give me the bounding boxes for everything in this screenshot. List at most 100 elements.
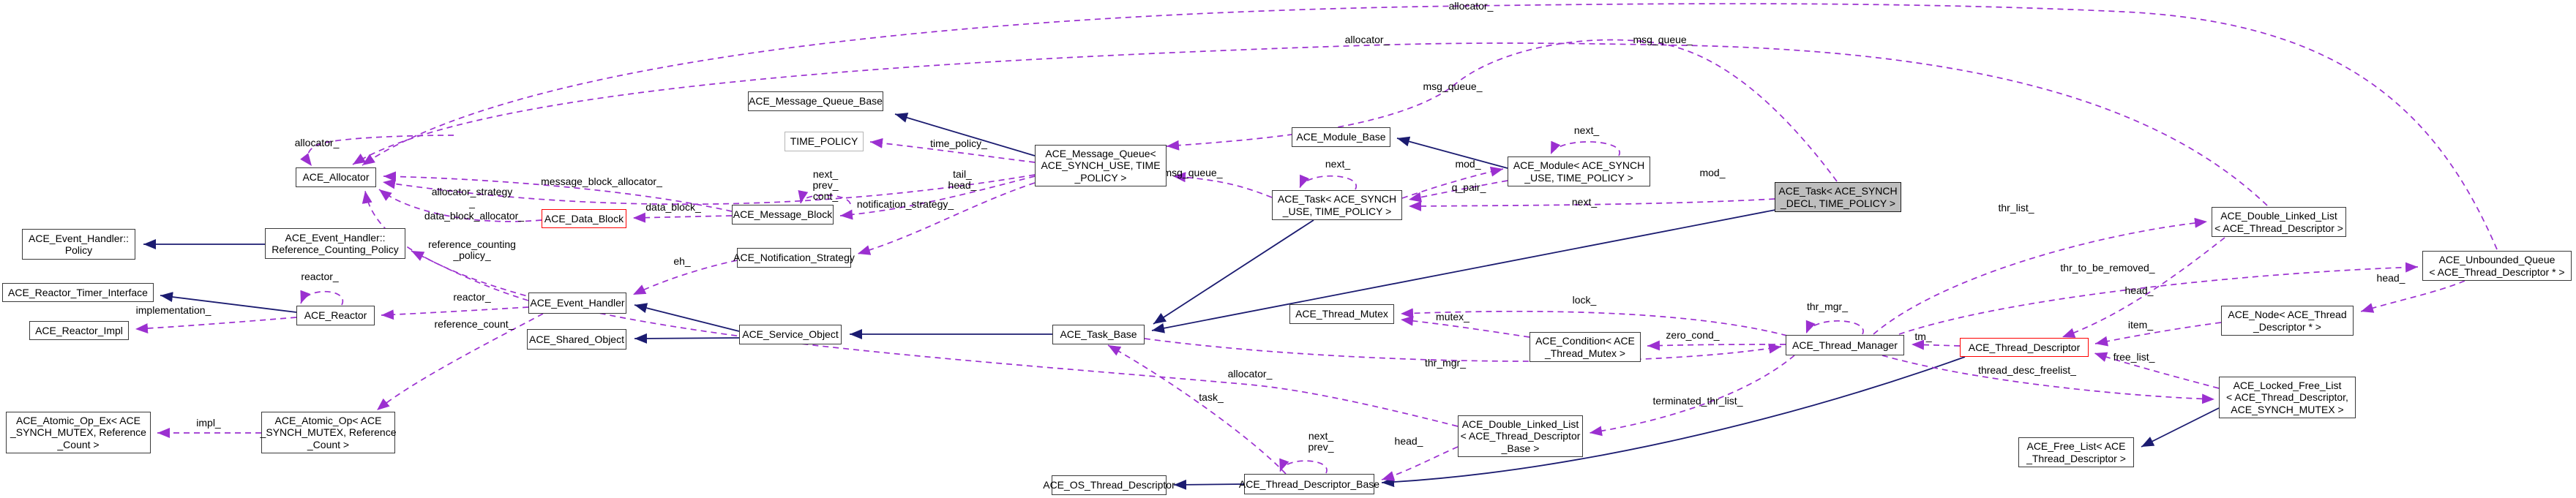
class-node-service-object[interactable]: ACE_Service_Object: [739, 325, 842, 344]
edge-label-line: tm_: [1914, 331, 1932, 342]
class-node-shared-object[interactable]: ACE_Shared_Object: [527, 329, 626, 350]
class-node-label: ACE_Service_Object: [742, 328, 839, 341]
class-node-label: Policy: [64, 244, 93, 256]
edge-label-line: msg_queue_: [1633, 34, 1693, 45]
edge-label-line: eh_: [673, 255, 691, 267]
edge-label-free-list: free_list_: [2113, 352, 2155, 363]
edge-label-line: thr_to_be_removed_: [2060, 262, 2155, 273]
edge-label-line: reactor_: [301, 271, 339, 282]
edge-label-allocator-top2: allocator_: [1345, 34, 1390, 45]
class-node-thread-manager[interactable]: ACE_Thread_Manager: [1786, 335, 1904, 355]
edge-label-line: head_: [2124, 284, 2154, 296]
class-node-label: _Base >: [1501, 442, 1540, 454]
class-node-label: ACE_Thread_Descriptor: [1968, 341, 2081, 353]
edge-label-line: reactor_: [453, 291, 491, 303]
edge-label-line: allocator_strategy: [431, 186, 513, 197]
class-node-reactor[interactable]: ACE_Reactor: [296, 306, 375, 325]
class-node-condition[interactable]: ACE_Condition< ACE_Thread_Mutex >: [1530, 332, 1641, 362]
class-node-reactor-impl[interactable]: ACE_Reactor_Impl: [29, 321, 129, 340]
class-node-label: ACE_Shared_Object: [529, 333, 624, 345]
class-node-label: ACE_Notification_Strategy: [733, 252, 855, 264]
edge-label-line: free_list_: [2113, 351, 2155, 363]
class-node-time-policy[interactable]: TIME_POLICY: [785, 132, 864, 151]
edge-label-line: head_: [948, 179, 977, 191]
class-node-notification-strategy[interactable]: ACE_Notification_Strategy: [733, 248, 855, 268]
class-node-label: _Descriptor * >: [2253, 320, 2321, 333]
class-node-label: ACE_Reactor_Impl: [35, 324, 123, 336]
edge-label-line: task_: [1199, 391, 1224, 403]
class-node-dll-thread-descriptor[interactable]: ACE_Double_Linked_List< ACE_Thread_Descr…: [2212, 207, 2346, 237]
class-node-label: _SYNCH_MUTEX, Reference: [260, 426, 397, 439]
class-node-free-list[interactable]: ACE_Free_List< ACE_Thread_Descriptor >: [2018, 437, 2134, 467]
edge-label-tm: tm_: [1914, 331, 1931, 342]
class-node-task-base[interactable]: ACE_Task_Base: [1052, 325, 1145, 344]
edge-label-allocator-strategy: allocator_strategy_: [432, 186, 513, 208]
class-node-label: ACE_Event_Handler::: [29, 232, 129, 244]
class-node-label: ACE_Reactor: [304, 309, 367, 322]
class-node-module-base[interactable]: ACE_Module_Base: [1292, 127, 1390, 147]
edge-label-line: head_: [1394, 435, 1423, 447]
class-node-label: _POLICY >: [1074, 171, 1127, 184]
class-node-label: ACE_Reactor_Timer_Interface: [8, 286, 148, 298]
edge-label-line: prev_: [812, 179, 839, 191]
class-node-atomic-op-ex[interactable]: ACE_Atomic_Op_Ex< ACE_SYNCH_MUTEX, Refer…: [6, 412, 151, 453]
edge-label-eh: eh_: [673, 256, 690, 267]
edge-label-tdb-self: next_prev_: [1308, 431, 1333, 453]
class-node-data-block[interactable]: ACE_Data_Block: [542, 209, 626, 228]
edge-label-tail-head: tail_head_: [948, 169, 977, 191]
class-node-eh-ref-counting-policy[interactable]: ACE_Event_Handler::Reference_Counting_Po…: [265, 228, 405, 259]
class-node-reactor-timer-interface[interactable]: ACE_Reactor_Timer_Interface: [2, 283, 154, 302]
class-node-label: ACE_Message_Block: [733, 208, 833, 221]
class-node-node-thread-descriptor[interactable]: ACE_Node< ACE_Thread_Descriptor * >: [2221, 306, 2354, 336]
class-node-task-decl[interactable]: ACE_Task< ACE_SYNCH_DECL, TIME_POLICY >: [1775, 182, 1901, 212]
class-node-atomic-op[interactable]: ACE_Atomic_Op< ACE_SYNCH_MUTEX, Referenc…: [260, 412, 397, 453]
edge-label-head-uq: head_: [2377, 273, 2405, 284]
edge-label-notification-strategy: notification_strategy_: [857, 199, 954, 210]
class-node-label: _DECL, TIME_POLICY >: [1780, 197, 1896, 209]
edge-label-line: q_pair_: [1451, 181, 1486, 193]
edge-label-allocator-top1: allocator_: [1449, 1, 1494, 12]
class-node-thread-descriptor-base[interactable]: ACE_Thread_Descriptor_Base: [1239, 474, 1379, 494]
class-node-thread-mutex[interactable]: ACE_Thread_Mutex: [1289, 304, 1394, 324]
class-node-label: < ACE_Thread_Descriptor,: [2226, 391, 2348, 404]
class-node-locked-free-list[interactable]: ACE_Locked_Free_List< ACE_Thread_Descrip…: [2219, 377, 2356, 418]
edge-label-line: lock_: [1572, 294, 1597, 306]
class-node-allocator[interactable]: ACE_Allocator: [296, 167, 376, 187]
class-node-label: _Count >: [57, 438, 100, 450]
class-node-thread-descriptor[interactable]: ACE_Thread_Descriptor: [1960, 338, 2089, 357]
edge-label-q-pair: q_pair_: [1452, 182, 1486, 193]
edge-label-line: allocator_: [1448, 0, 1494, 12]
class-node-label: _Thread_Mutex >: [1544, 347, 1626, 359]
edge-label-mutex: mutex_: [1436, 312, 1469, 322]
class-node-label: < ACE_Thread_Descriptor >: [2214, 222, 2343, 234]
edge-label-msg-queue-mid: msg_queue_: [1423, 81, 1483, 92]
edge-label-module-next: next_: [1574, 125, 1599, 136]
edge-label-line: _: [469, 197, 475, 208]
edge-label-line: impl_: [196, 417, 221, 429]
edge-label-line: _policy_: [453, 249, 491, 261]
class-node-eh-policy[interactable]: ACE_Event_Handler::Policy: [22, 229, 135, 260]
class-node-label: TIME_POLICY: [790, 135, 858, 148]
class-node-label: ACE_SYNCH_MUTEX >: [2231, 403, 2344, 415]
class-node-label: ACE_Thread_Descriptor_Base: [1238, 478, 1380, 490]
edge-label-mod-decl: mod_: [1699, 167, 1725, 178]
class-node-os-thread-descriptor[interactable]: ACE_OS_Thread_Descriptor: [1043, 475, 1175, 495]
edge-label-zero-cond: zero_cond_: [1666, 330, 1719, 341]
edge-label-thread-desc-freelist: thread_desc_freelist_: [1978, 365, 2076, 376]
edge-label-allocator-near: allocator_: [295, 137, 340, 148]
edge-label-line: allocator_: [1344, 34, 1390, 45]
class-node-message-queue-base[interactable]: ACE_Message_Queue_Base: [748, 91, 883, 111]
edge-label-line: next_: [812, 168, 839, 180]
class-node-message-queue[interactable]: ACE_Message_Queue<ACE_SYNCH_USE, TIME_PO…: [1035, 145, 1167, 186]
class-node-label: ACE_Double_Linked_List: [2220, 210, 2337, 222]
edge-label-line: msg_queue_: [1423, 80, 1483, 92]
usage-edges: [135, 3, 2498, 481]
class-node-message-block[interactable]: ACE_Message_Block: [732, 205, 834, 225]
class-node-event-handler[interactable]: ACE_Event_Handler: [528, 293, 626, 314]
edge-label-lock: lock_: [1573, 295, 1597, 306]
edge-label-line: notification_strategy_: [856, 198, 954, 210]
class-node-dll-thread-descriptor-base[interactable]: ACE_Double_Linked_List< ACE_Thread_Descr…: [1458, 415, 1583, 457]
class-node-unbounded-queue[interactable]: ACE_Unbounded_Queue< ACE_Thread_Descript…: [2422, 251, 2572, 281]
class-node-module[interactable]: ACE_Module< ACE_SYNCH_USE, TIME_POLICY >: [1508, 156, 1650, 186]
class-node-task-use[interactable]: ACE_Task< ACE_SYNCH_USE, TIME_POLICY >: [1272, 190, 1402, 220]
